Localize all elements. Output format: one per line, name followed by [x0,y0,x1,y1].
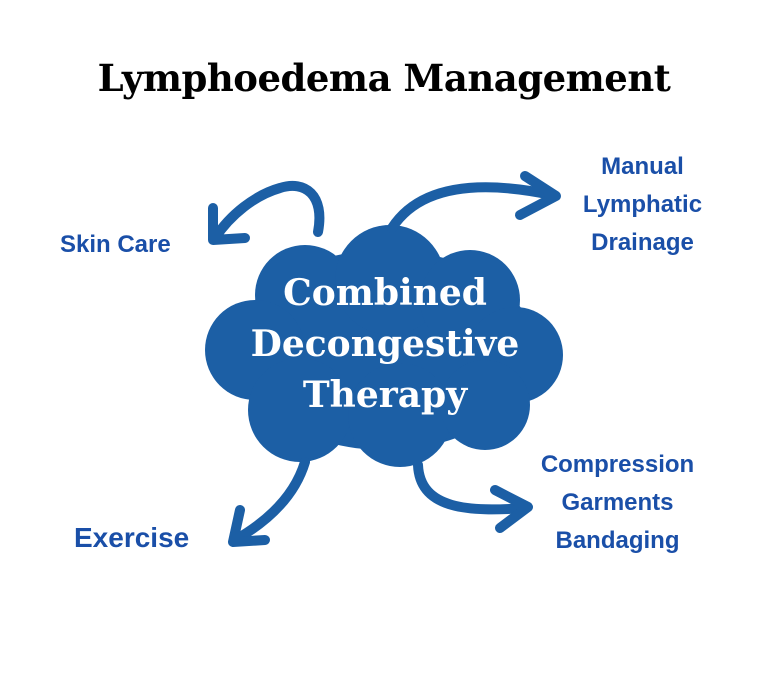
label-line: Compression [540,451,695,478]
label-exercise: Exercise [74,522,190,553]
center-line: Combined [283,272,487,314]
arrowhead-skin-care [208,203,250,245]
label-line: Garments [561,489,674,516]
label-compression: Compression Garments Bandaging [525,446,710,560]
arrowhead-compression [490,485,533,533]
center-line: Decongestive [250,323,520,365]
arrow-skin-care [210,180,325,243]
label-line: Manual [601,153,684,180]
label-line: Lymphatic [582,191,703,218]
arrow-exercise [230,457,310,545]
arrowhead-mld [515,171,561,220]
central-concept: Combined Decongestive Therapy [220,268,550,421]
diagram-title: Lymphoedema Management [97,56,671,100]
arrow-compression [413,460,530,515]
label-line: Drainage [591,229,694,256]
arrowhead-exercise [228,505,270,547]
center-line: Therapy [302,374,468,416]
label-mld: Manual Lymphatic Drainage [560,148,725,262]
label-line: Bandaging [555,527,680,554]
cloud-shape [205,225,563,467]
arrow-mld [387,182,557,233]
label-skin-care: Skin Care [60,231,171,258]
